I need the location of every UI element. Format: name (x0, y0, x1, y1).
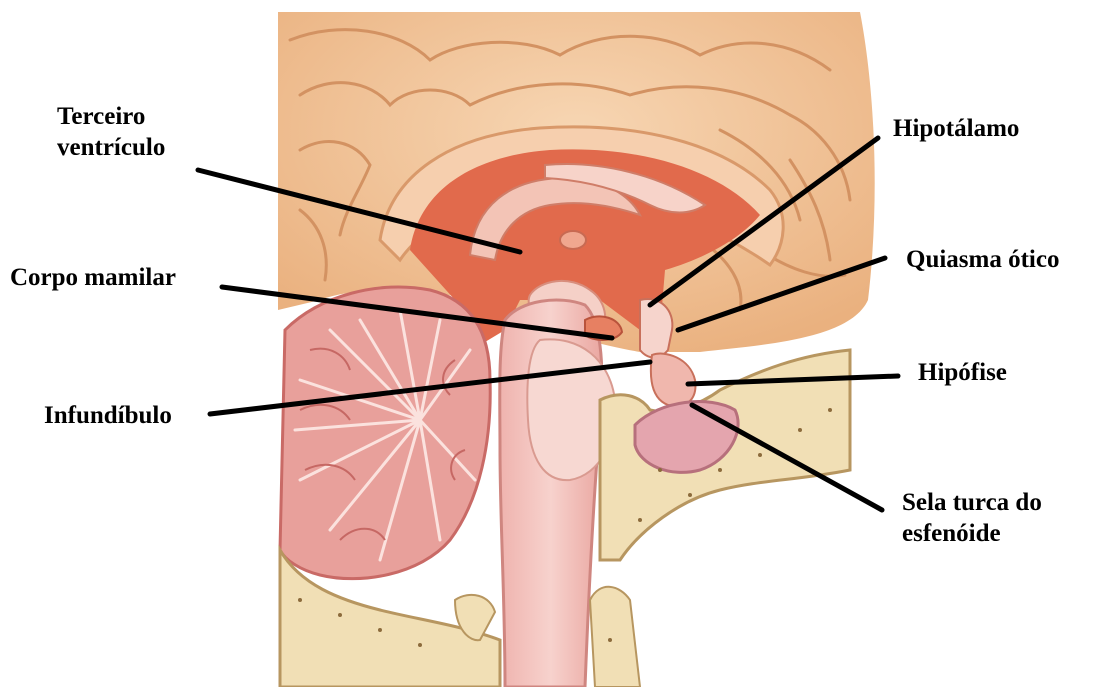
label-hipotalamo: Hipotálamo (893, 113, 1019, 144)
label-terceiro-ventriculo: Terceiro ventrículo (57, 101, 165, 163)
label-terceiro-ventriculo-line1: Terceiro (57, 101, 165, 132)
label-corpo-mamilar: Corpo mamilar (10, 262, 176, 293)
label-sela-turca: Sela turca do esfenóide (902, 487, 1042, 549)
label-sela-turca-line2: esfenóide (902, 518, 1042, 549)
cerebellum (280, 287, 490, 579)
label-quiasma-otico: Quiasma ótico (906, 244, 1059, 275)
label-terceiro-ventriculo-line2: ventrículo (57, 132, 165, 163)
label-hipofise: Hipófise (918, 357, 1007, 388)
label-infundibulo: Infundíbulo (44, 400, 172, 431)
label-sela-turca-line1: Sela turca do (902, 487, 1042, 518)
